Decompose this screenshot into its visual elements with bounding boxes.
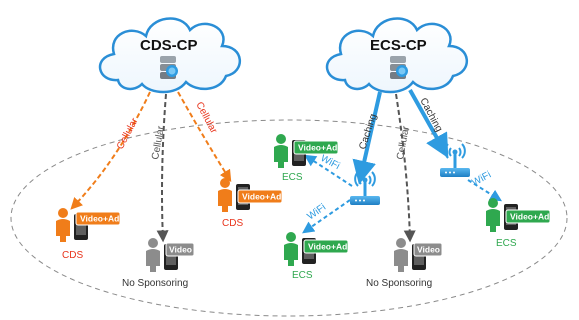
ecs-cp-title: ECS-CP (370, 37, 427, 54)
wifi-signal-icon (444, 143, 466, 159)
cds-cp-cloud: CDS-CP (98, 17, 242, 94)
user-device-ecs-middle: Video (394, 238, 443, 272)
person-icon (284, 232, 298, 266)
cds-cellular-label-left: Cellular (115, 116, 141, 152)
cds-cellular-link-right (177, 91, 232, 183)
ecs-no-sponsoring-label: No Sponsoring (366, 278, 432, 289)
ecs-caching-link-left (352, 91, 382, 185)
cds-cellular-label-middle: Cellular (150, 125, 167, 161)
video-ads-tag: Video+Ads (237, 189, 286, 204)
wifi-link-router-to-ecs-bottom (302, 199, 351, 234)
user-device-ecs-top: Video+Ads (274, 134, 342, 168)
svg-text:Video+Ads: Video+Ads (298, 143, 342, 153)
cds-cellular-link-middle (156, 93, 169, 243)
person-icon (146, 238, 160, 272)
cds-cp-title: CDS-CP (140, 37, 198, 54)
svg-text:Video+Ads: Video+Ads (80, 214, 124, 224)
ecs-cloud-shape (325, 17, 469, 94)
person-icon (394, 238, 408, 272)
video-tag: Video (165, 242, 195, 257)
ecs-cellular-link-middle (395, 93, 416, 243)
ecs-cellular-label-middle: Cellular (395, 125, 412, 161)
cds-no-sponsoring-label: No Sponsoring (122, 278, 188, 289)
cds-cloud-shape (98, 17, 242, 94)
ecs-cp-cloud: ECS-CP (325, 17, 469, 94)
wifi-router-left (350, 171, 380, 205)
cds-server-icon (160, 56, 178, 79)
user-device-cds-right: Video+Ads (218, 178, 286, 212)
ecs-caching-link-right (408, 89, 449, 159)
cds-cellular-link-left (70, 91, 151, 210)
ecs-server-icon (390, 56, 408, 79)
coverage-area-ellipse (10, 119, 568, 317)
person-icon (218, 178, 232, 212)
person-icon (274, 134, 288, 168)
svg-text:Video+Ads: Video+Ads (510, 212, 554, 222)
wifi-signal-icon (354, 171, 376, 187)
cds-left-label: CDS (62, 250, 83, 261)
video-ads-tag: Video+Ads (75, 211, 124, 226)
user-device-ecs-right: Video+Ads (486, 198, 554, 232)
user-device-cds-left: Video+Ads (56, 208, 124, 242)
video-ads-tag: Video+Ads (505, 209, 554, 224)
wifi-label-3: WiFi (470, 170, 493, 189)
wifi-link-router-to-ecs-right (467, 179, 503, 202)
person-icon (56, 208, 70, 242)
ecs-bottom-label: ECS (292, 270, 313, 281)
cds-right-label: CDS (222, 218, 243, 229)
ecs-top-label: ECS (282, 172, 303, 183)
cds-cellular-label-right: Cellular (193, 100, 219, 136)
video-ads-tag: Video+Ads (293, 140, 342, 155)
ecs-right-label: ECS (496, 238, 517, 249)
ecs-caching-label-left: Caching (357, 113, 379, 151)
wifi-link-router-to-ecs-top (303, 154, 353, 187)
user-device-cds-middle: Video (146, 238, 195, 272)
svg-text:Video: Video (169, 245, 192, 255)
svg-text:Video+Ads: Video+Ads (242, 192, 286, 202)
svg-text:Video: Video (417, 245, 440, 255)
wifi-label-2: WiFi (305, 202, 328, 222)
user-device-ecs-bottom: Video+Ads (284, 232, 352, 266)
svg-text:Video+Ads: Video+Ads (308, 242, 352, 252)
wifi-router-right (440, 143, 470, 177)
video-ads-tag: Video+Ads (303, 239, 352, 254)
wifi-label-1: WiFi (319, 153, 342, 172)
person-icon (486, 198, 500, 232)
video-tag: Video (413, 242, 443, 257)
